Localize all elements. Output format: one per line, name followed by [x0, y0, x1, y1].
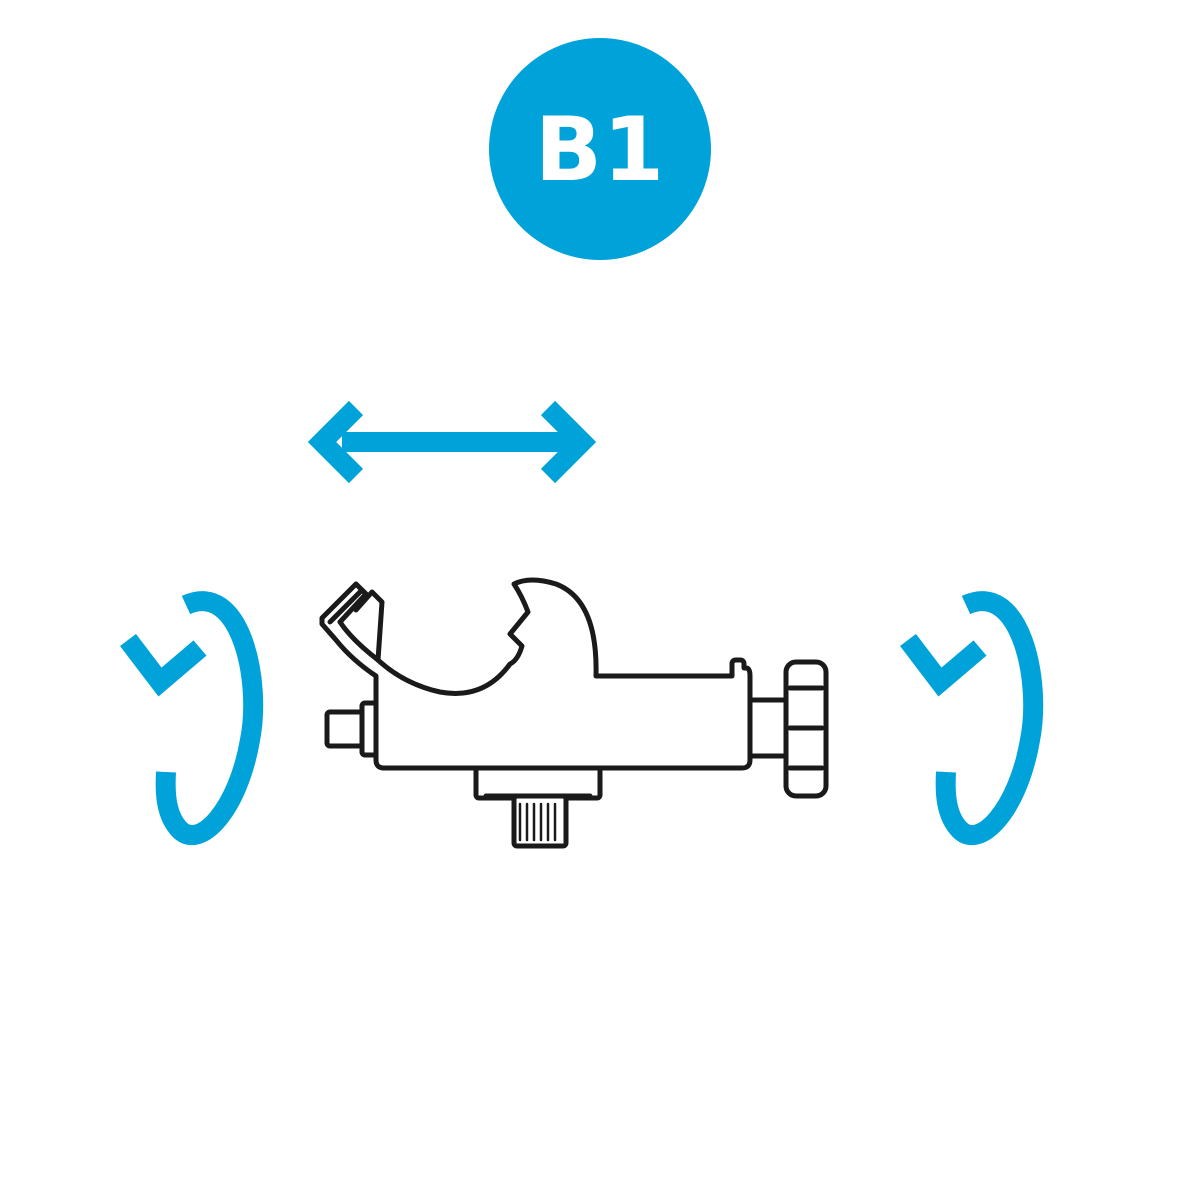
step-badge: B1 — [489, 38, 711, 260]
double-headed-arrow-icon — [307, 400, 597, 484]
arrow-head-right — [540, 400, 597, 484]
rotate-counterclockwise-icon — [900, 591, 1044, 846]
arrow-head-left — [307, 400, 364, 484]
clamp-left-stub — [324, 709, 366, 749]
step-label: B1 — [534, 98, 666, 201]
clamp-hook-inner — [327, 587, 381, 663]
clamp-body — [319, 577, 753, 771]
rotate-counterclockwise-icon — [120, 591, 264, 846]
clamp-bolt-threads — [518, 802, 557, 842]
rotate-right-curve — [935, 591, 1044, 846]
truss-clamp-icon — [319, 577, 829, 849]
rotate-left-curve — [155, 591, 264, 846]
rotate-right-head — [900, 633, 987, 697]
rotate-left-head — [120, 633, 207, 697]
